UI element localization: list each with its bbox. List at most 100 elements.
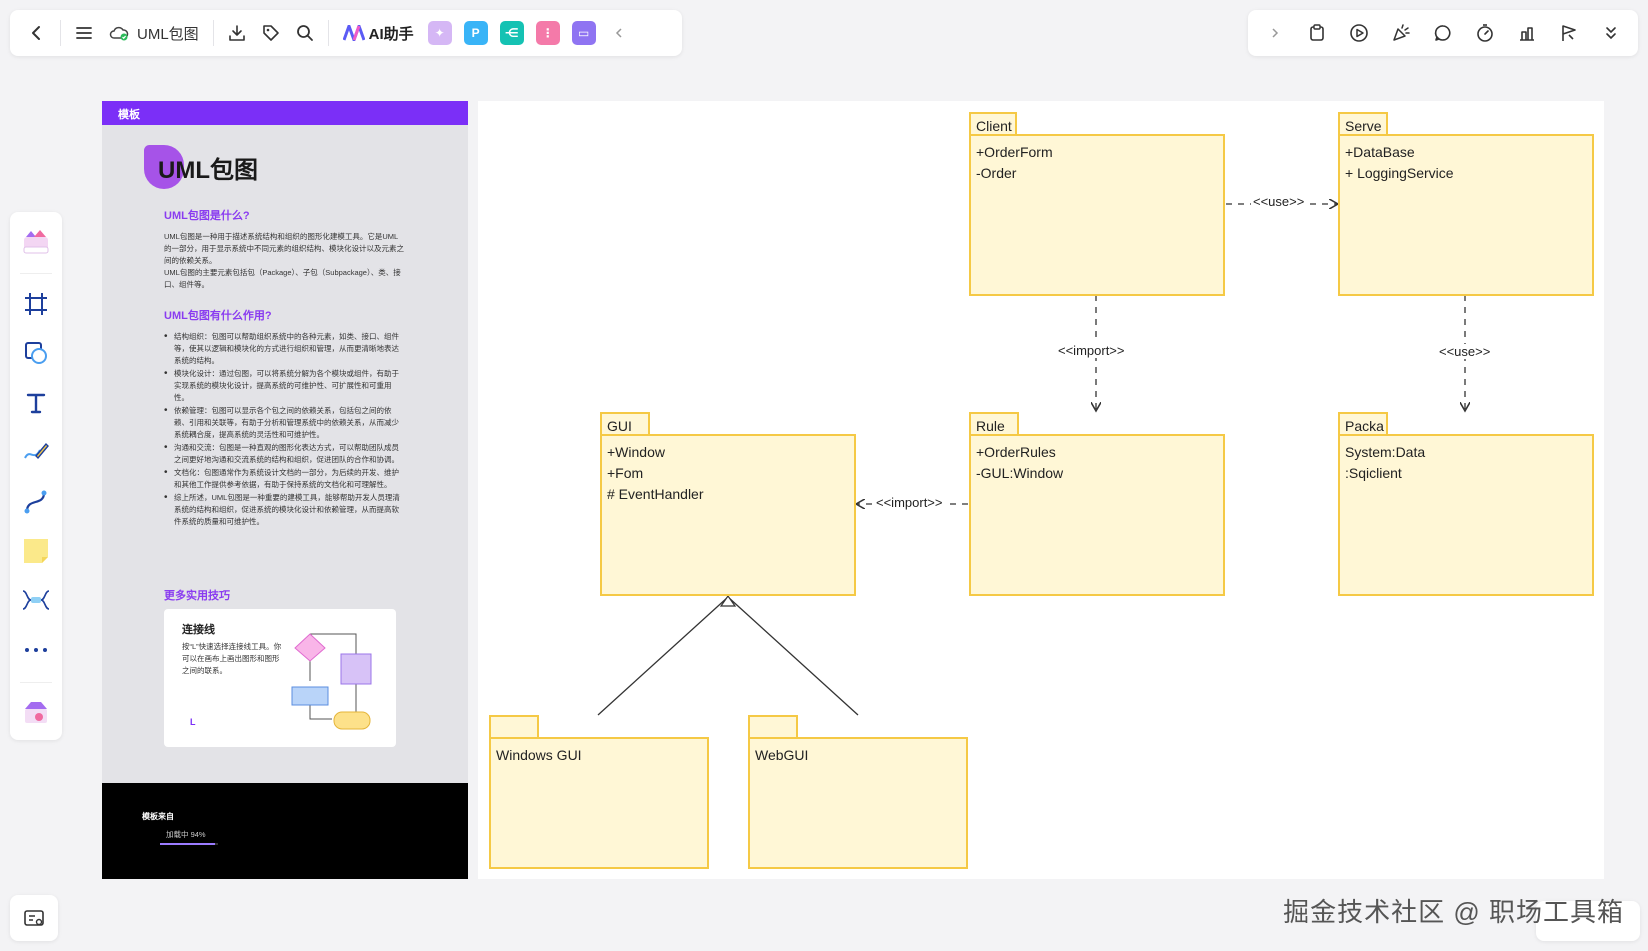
timer-button[interactable] [1468,16,1502,50]
text-tool[interactable] [16,381,56,424]
list-item: 模块化设计：通过包图，可以将系统分解为各个模块或组件，有助于实现系统的模块化设计… [164,368,404,404]
chat-plugin-icon[interactable]: ▭ [571,21,596,45]
package-name: Serve [1338,112,1388,136]
comment-button[interactable] [1426,16,1460,50]
back-button[interactable] [20,16,54,50]
search-icon [296,25,313,41]
vote-icon [1520,27,1534,41]
collapse-toolbar-button[interactable] [602,16,636,50]
loading-progress-bar [160,843,218,845]
sticky-note-icon [24,539,48,564]
package-member: +Window [607,444,665,460]
divider [327,20,329,46]
package-name: Windows GUI [496,747,582,763]
more-tools-button[interactable] [16,628,56,671]
top-right-toolbar [1248,10,1638,56]
tip-card[interactable]: 连接线 按“L”快速选择连接线工具。你可以在画布上画出图形和图形之间的联系。 L [164,609,396,747]
minimap-button[interactable] [10,895,58,941]
generalization-arrowhead [719,594,737,607]
menu-button[interactable] [67,16,101,50]
package-member: -Order [976,165,1017,181]
mindmap-plugin-icon[interactable]: ⋲ [499,21,524,45]
pen-icon [24,443,49,460]
package-member: + LoggingService [1345,165,1454,181]
section-heading: 更多实用技巧 [164,590,230,602]
shapes-icon [25,342,47,365]
package-windows-gui[interactable]: . Windows GUI [489,715,709,869]
tag-button[interactable] [254,16,288,50]
relations-layer [597,101,1604,716]
mindmap-tool[interactable] [16,579,56,622]
menu-icon [76,27,92,39]
flag-cursor-icon [1562,25,1576,41]
shape-tool[interactable] [16,332,56,375]
section-purpose: UML包图有什么作用? 结构组织：包图可以帮助组织系统中的各种元素，如类、接口、… [164,307,404,529]
package-name: Packa [1338,412,1388,436]
package-tab: . [748,715,798,739]
package-rule[interactable]: Rule +OrderRules -GUL:Window [969,412,1225,596]
frame-tool[interactable] [16,282,56,325]
party-popper-icon [1393,24,1410,41]
map-icon [24,910,44,926]
watermark: 掘金技术社区 @ 职场工具箱 [1283,897,1624,927]
cloud-sync-icon [109,26,129,41]
chevron-right-icon [1272,28,1279,38]
flowchart-illustration [291,633,372,730]
purpose-list: 结构组织：包图可以帮助组织系统中的各种元素，如类、接口、组件等，使其以逻辑和模块… [164,331,404,528]
ai-assistant-button[interactable]: AI助手 [335,23,422,44]
package-body: System:Data :Sqiclient [1338,434,1594,596]
search-button[interactable] [288,16,322,50]
p-plugin-icon[interactable]: P [463,21,488,45]
section-what: UML包图是什么? UML包图是一种用于描述系统结构和组织的图形化建模工具。它是… [164,207,404,291]
play-button[interactable] [1342,16,1376,50]
package-name: Rule [969,412,1019,436]
purple-blob-icon [144,145,184,189]
pen-tool[interactable] [16,431,56,474]
flow-plugin-icon[interactable]: ⋮ [535,21,560,45]
connector-tool[interactable] [16,480,56,523]
follow-button[interactable] [1552,16,1586,50]
serve-packa-label: <<use>> [1437,344,1493,359]
more-down-button[interactable] [1594,16,1628,50]
template-header: 模板 [102,101,468,125]
template-panel[interactable]: 模板 UML包图 UML包图是什么? UML包图是一种用于描述系统结构和组织的图… [102,101,468,879]
celebrate-button[interactable] [1384,16,1418,50]
ai-assistant-label: AI助手 [368,25,414,43]
zoom-controls[interactable] [1536,901,1640,941]
section-paragraph: UML包图的主要元素包括包（Package）、子包（Subpackage）、类、… [164,268,401,289]
tip-text: 按“L”快速选择连接线工具。你可以在画布上画出图形和图形之间的联系。 [182,642,282,675]
clipboard-button[interactable] [1300,16,1334,50]
template-tool[interactable] [16,220,56,263]
ai-logo-icon [342,25,365,41]
tip-title: 连接线 [182,624,215,636]
image-plugin-icon[interactable]: ✦ [427,21,452,45]
plugin-box-tool[interactable] [16,691,56,734]
sticky-note-tool[interactable] [16,529,56,572]
section-tips: 更多实用技巧 [164,587,404,611]
package-body: +DataBase + LoggingService [1338,134,1594,296]
section-heading: UML包图是什么? [164,210,250,222]
chevron-left-icon [615,28,622,38]
frame-icon [25,293,47,316]
package-packa[interactable]: Packa System:Data :Sqiclient [1338,412,1594,596]
expand-button[interactable] [1258,16,1292,50]
list-item: 综上所述，UML包图是一种重要的建模工具，能够帮助开发人员理清系统的结构和组织，… [164,492,404,528]
vote-button[interactable] [1510,16,1544,50]
package-body: WebGUI [748,737,968,869]
package-serve[interactable]: Serve +DataBase + LoggingService [1338,112,1594,296]
loading-text: 加载中 94% [166,830,206,839]
comment-icon [1434,25,1451,41]
windowsgui-gui-generalization[interactable] [597,596,729,716]
diagram-canvas[interactable]: <<use>> <<import>> <<use>> <<import>> Cl… [478,101,1604,879]
left-toolbar [10,212,62,740]
template-icon [23,229,49,254]
document-title[interactable]: UML包图 [101,23,207,44]
package-webgui[interactable]: . WebGUI [748,715,968,869]
package-body: Windows GUI [489,737,709,869]
package-gui[interactable]: GUI +Window +Fom # EventHandler [600,412,856,596]
download-button[interactable] [220,16,254,50]
top-toolbar: UML包图 AI助手 ✦ P ⋲ ⋮ ▭ [10,10,682,56]
webgui-gui-generalization[interactable] [727,596,859,716]
package-tab: . [489,715,539,739]
package-client[interactable]: Client +OrderForm -Order [969,112,1225,296]
